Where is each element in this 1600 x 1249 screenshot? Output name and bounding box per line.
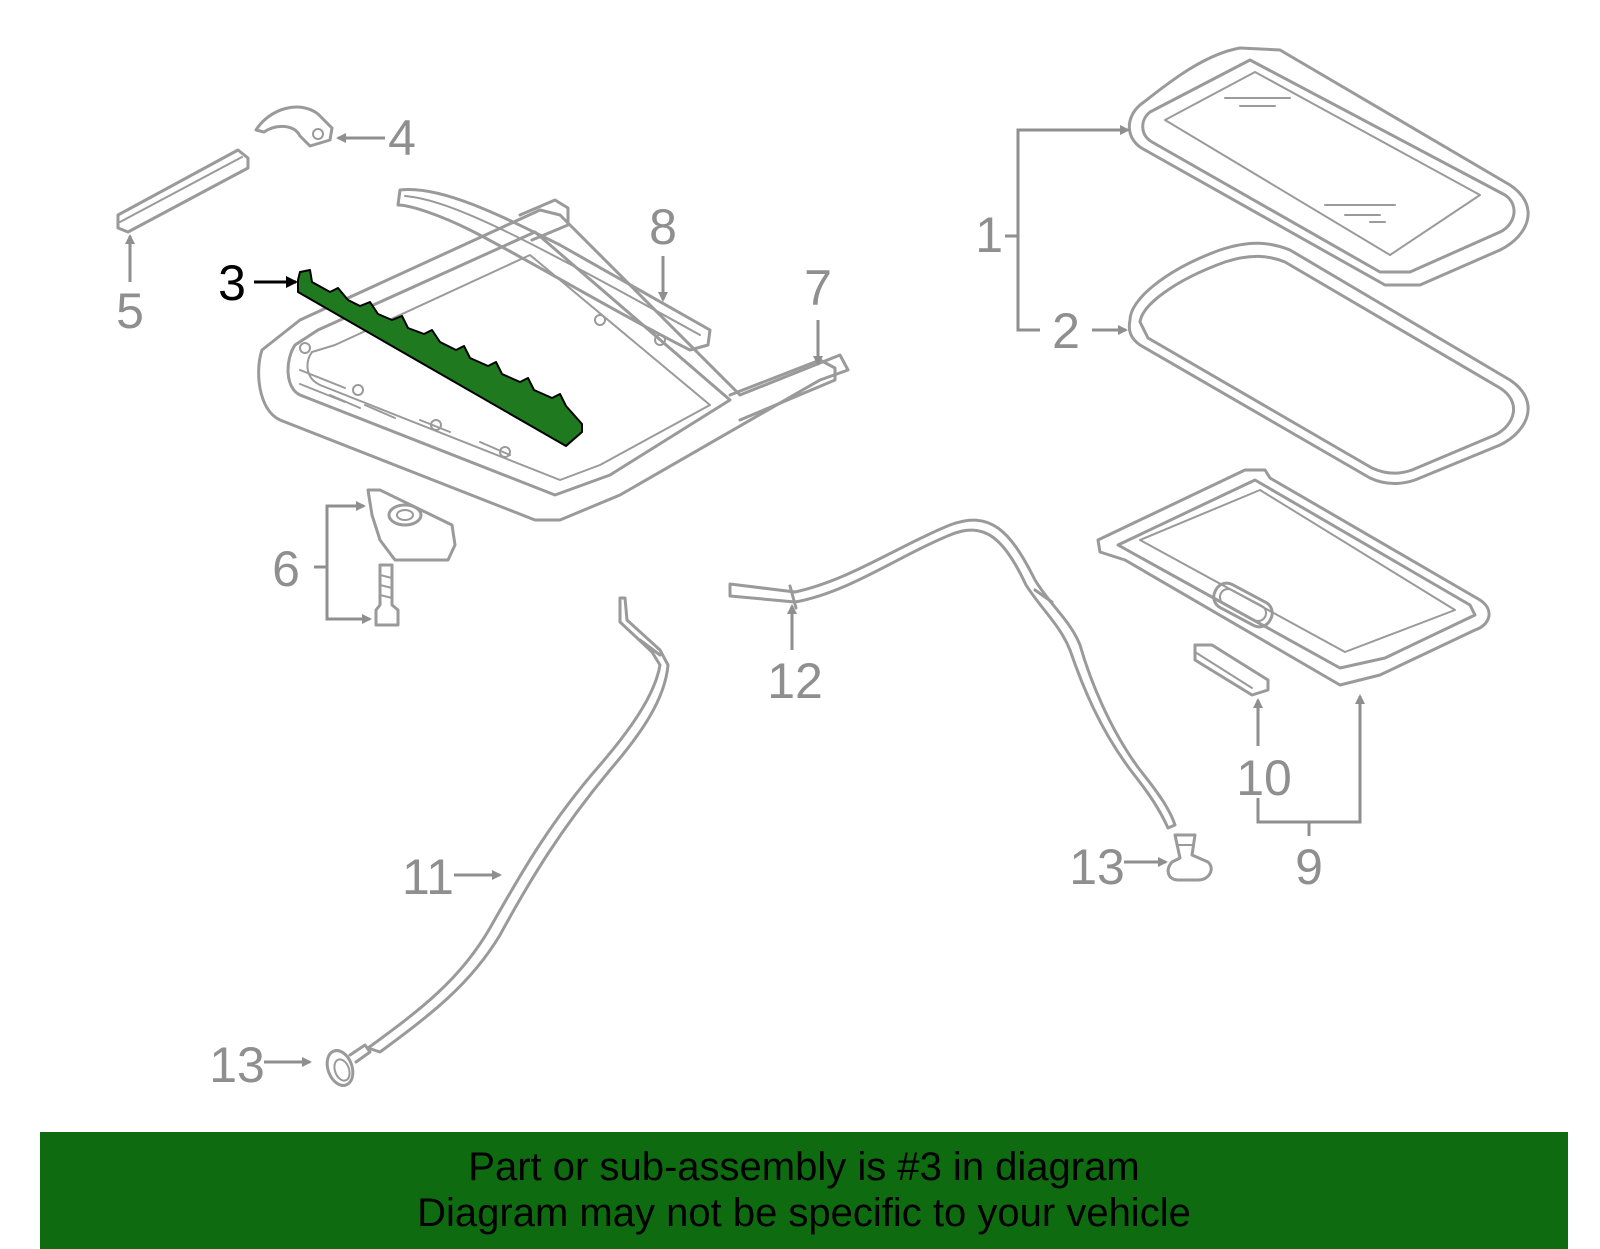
callout-4: 4 [388,110,416,166]
callout-1: 1 [975,207,1003,263]
callout-7: 7 [804,260,832,316]
part-10-pad [1193,643,1270,697]
callout-13-lower-left: 13 [209,1037,265,1093]
part-13-clip-right [1166,833,1213,882]
part-9-sunshade-panel [1096,468,1491,687]
callout-12: 12 [767,653,823,709]
callout-11: 11 [402,849,454,905]
callout-3: 3 [218,255,246,311]
part-7-sunroof-frame [257,208,850,522]
info-banner: Part or sub-assembly is #3 in diagram Di… [40,1132,1568,1249]
callout-2: 2 [1052,303,1080,359]
callout-labels: 1 2 3 4 5 6 7 8 9 10 11 12 13 13 [116,110,1323,1093]
banner-line-2: Diagram may not be specific to your vehi… [417,1191,1191,1235]
part-4-bracket [254,105,334,148]
part-13-clip-lower-left [325,1043,372,1087]
part-6-bracket-and-bolt [366,488,457,627]
callout-10: 10 [1236,750,1292,806]
banner-line-1: Part or sub-assembly is #3 in diagram [468,1145,1140,1189]
part-2-seal [1127,241,1530,485]
part-11-drain-tube [366,596,670,1054]
part-1-glass-panel [1127,46,1530,287]
part-3-highlighted-strip [297,269,583,447]
leader-lines [125,125,1365,1067]
callout-5: 5 [116,283,144,339]
sunroof-parts-diagram: 1 2 3 4 5 6 7 8 9 10 11 12 13 13 [116,46,1530,1093]
callout-6: 6 [272,541,300,597]
callout-9: 9 [1295,839,1323,895]
part-8-front-rail [396,187,712,352]
callout-13-right: 13 [1069,839,1125,895]
callout-8: 8 [649,199,677,255]
part-5-deflector-strip [116,148,250,234]
